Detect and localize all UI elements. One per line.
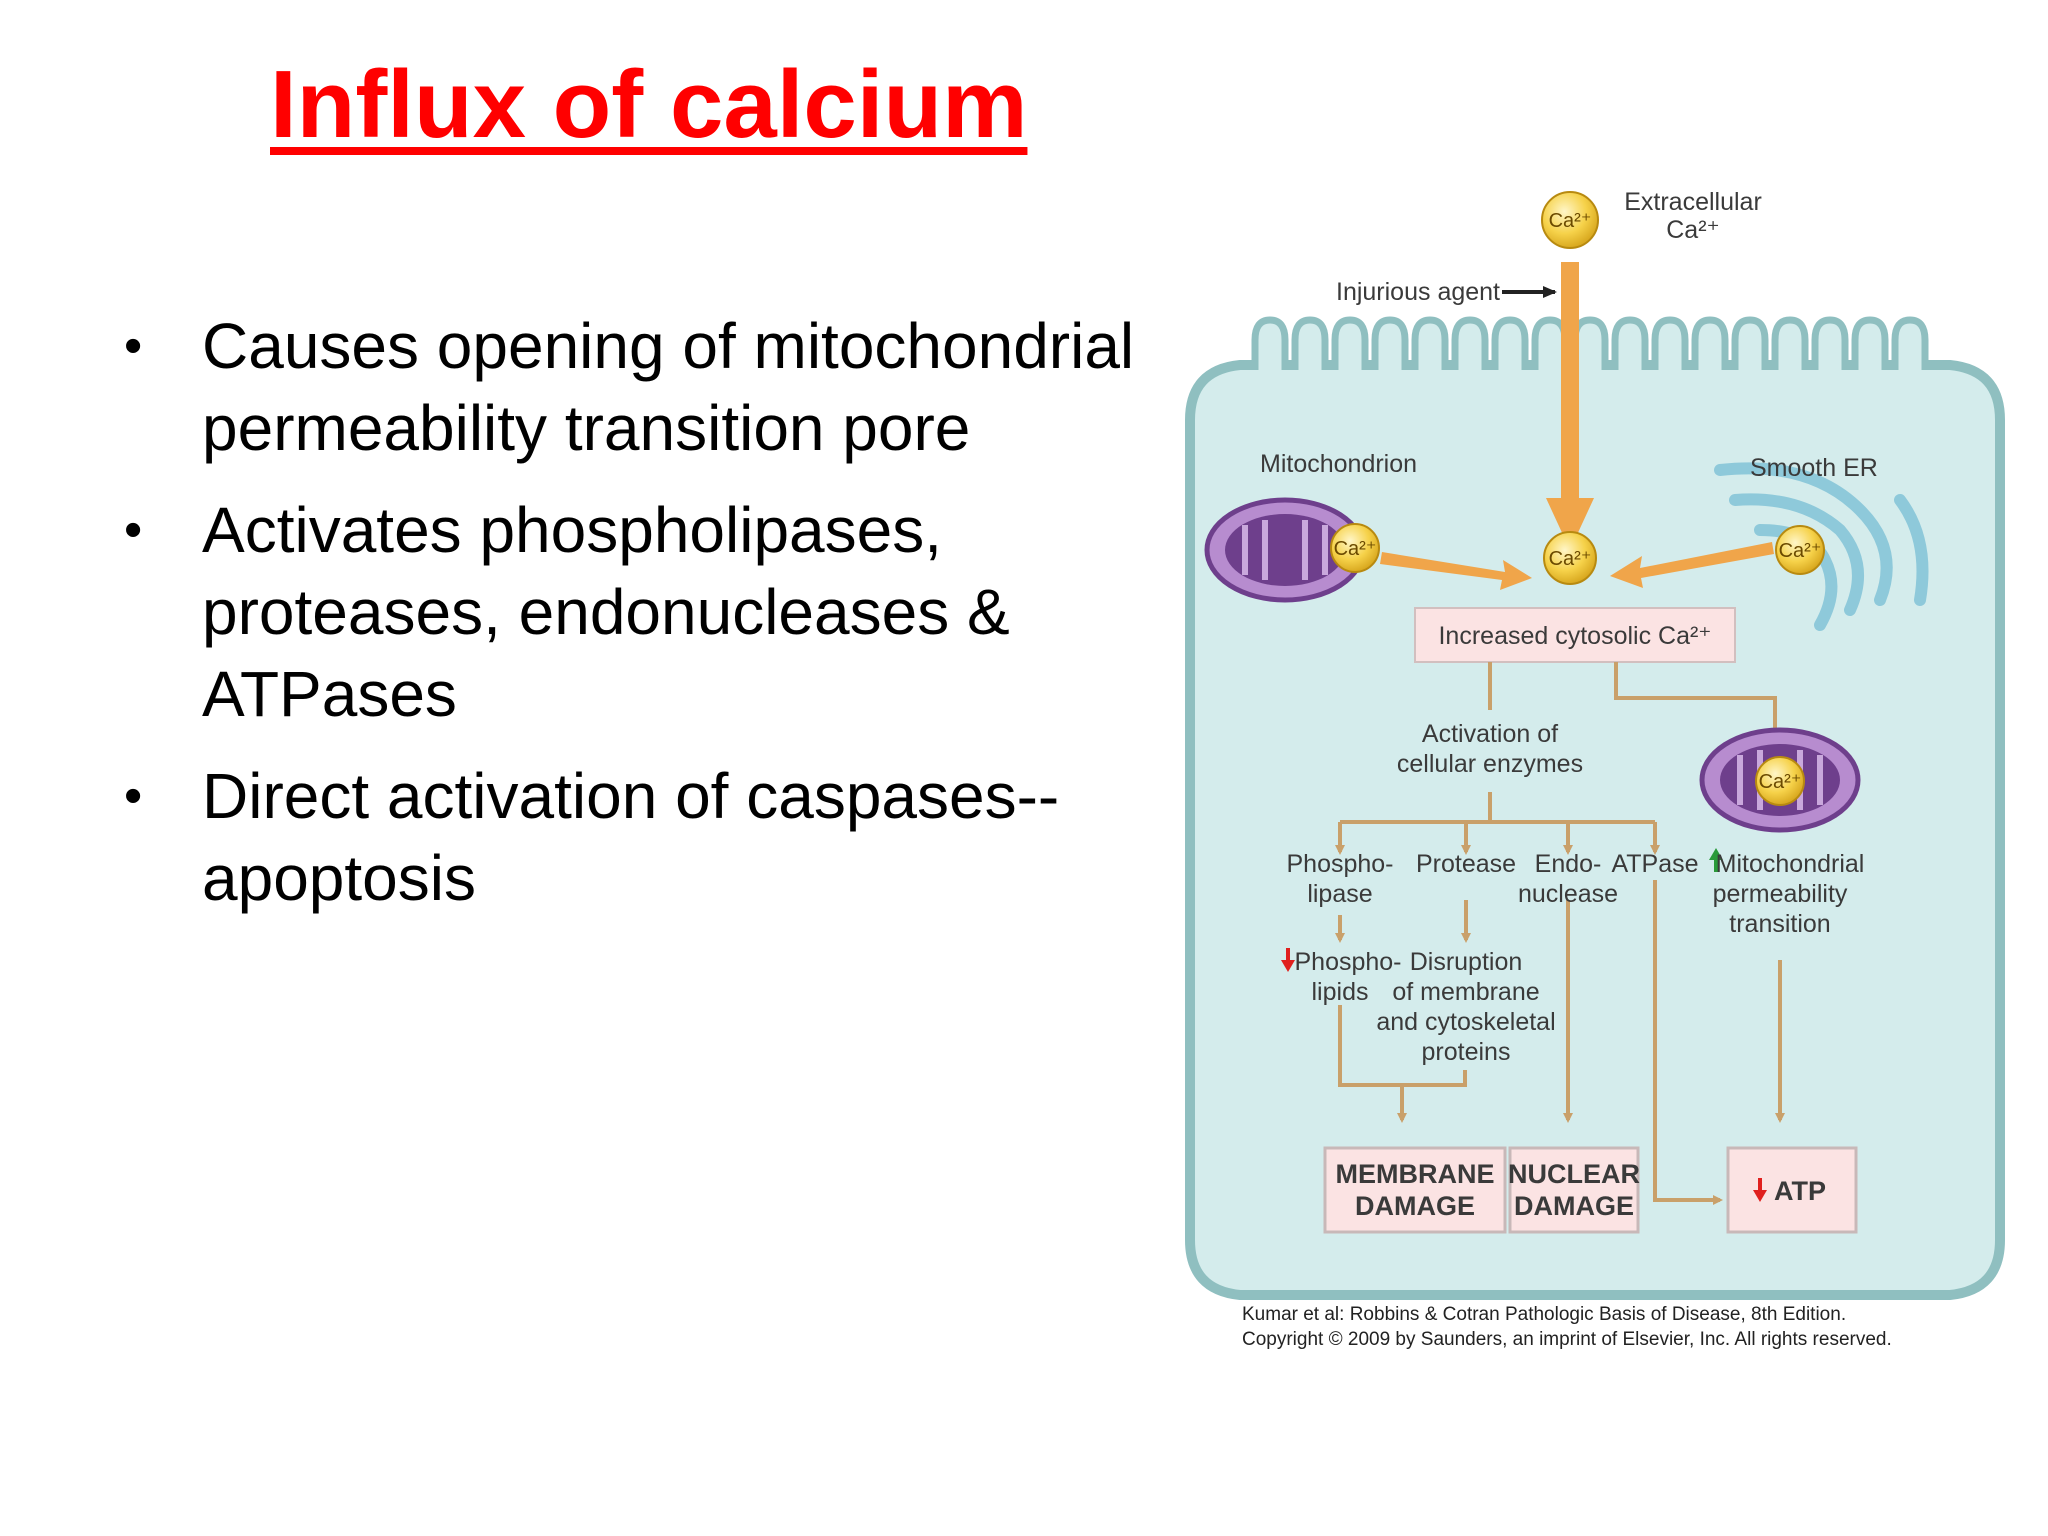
calcium-ion-label: Ca²⁺ xyxy=(1334,538,1377,560)
increase-arrow-icon xyxy=(1709,848,1723,872)
cell-membrane xyxy=(1185,360,2005,1300)
disruption-label: proteins xyxy=(1422,1038,1511,1066)
credit-line: Copyright © 2009 by Saunders, an imprint… xyxy=(1242,1329,1892,1350)
atp-box: ATP xyxy=(1726,1146,1858,1234)
disruption-label: Disruption xyxy=(1410,948,1523,976)
phospholipids-label: lipids xyxy=(1312,978,1369,1006)
smooth-er-label: Smooth ER xyxy=(1750,454,1878,482)
atpase-label: ATPase xyxy=(1611,850,1698,878)
endonuclease-label: nuclease xyxy=(1518,880,1618,908)
activation-label: Activation of xyxy=(1422,720,1558,748)
mitochondrion-label: Mitochondrion xyxy=(1260,450,1417,478)
bullet-list: Causes opening of mitochondrial permeabi… xyxy=(120,305,1140,939)
protease-label: Protease xyxy=(1416,850,1516,878)
injurious-agent-label: Injurious agent xyxy=(1336,278,1500,306)
bullet-item: Activates phospholipases, proteases, end… xyxy=(120,489,1140,735)
disruption-label: of membrane xyxy=(1392,978,1539,1006)
mitochondrion-right: Ca²⁺ xyxy=(1699,727,1861,833)
membrane-damage-box: MEMBRANE DAMAGE xyxy=(1323,1146,1507,1234)
atp-label: ATP xyxy=(1774,1176,1826,1206)
phospholipase-label: lipase xyxy=(1307,880,1372,908)
endonuclease-label: Endo- xyxy=(1535,850,1602,878)
release-arrows xyxy=(1380,542,1774,590)
nuclear-damage-box: NUCLEAR DAMAGE xyxy=(1508,1146,1640,1234)
mpt-label: permeability xyxy=(1713,880,1848,908)
mitochondrion-top: Ca²⁺ xyxy=(1204,497,1380,603)
credit-line: Kumar et al: Robbins & Cotran Pathologic… xyxy=(1242,1304,1846,1325)
bullet-item: Causes opening of mitochondrial permeabi… xyxy=(120,305,1140,469)
membrane-damage-label: DAMAGE xyxy=(1355,1191,1475,1221)
decrease-arrow-icon xyxy=(1753,1178,1767,1202)
calcium-ion-label: Ca²⁺ xyxy=(1549,210,1592,232)
bullet-item: Direct activation of caspases--apoptosis xyxy=(120,755,1140,919)
membrane-damage-label: MEMBRANE xyxy=(1336,1159,1495,1189)
microvilli xyxy=(1251,316,1929,370)
phospholipase-label: Phospho- xyxy=(1286,850,1393,878)
increased-cytosolic-box xyxy=(1414,607,1736,663)
cell xyxy=(1185,316,2005,1300)
er-calcium: Ca²⁺ xyxy=(1775,525,1825,575)
disruption-label: and cytoskeletal xyxy=(1376,1008,1555,1036)
calcium-ion-label: Ca²⁺ xyxy=(1549,548,1592,570)
nuclear-damage-label: DAMAGE xyxy=(1514,1191,1634,1221)
extracellular-label: Extracellular xyxy=(1624,188,1762,216)
calcium-pathway-diagram: Ca²⁺ Extracellular Ca²⁺ Injurious agent … xyxy=(1185,188,2005,1350)
calcium-ion-label: Ca²⁺ xyxy=(1779,540,1822,562)
extracellular-ca-label: Ca²⁺ xyxy=(1666,216,1719,244)
flow-lines xyxy=(1335,662,1785,1205)
calcium-influx-arrow xyxy=(1546,262,1594,550)
activation-label: cellular enzymes xyxy=(1397,750,1583,778)
mpt-label: Mitochondrial xyxy=(1716,850,1865,878)
slide-title: Influx of calcium xyxy=(270,51,1028,158)
decrease-arrow-icon xyxy=(1281,948,1295,972)
calcium-ion-label: Ca²⁺ xyxy=(1759,771,1802,793)
phospholipids-label: Phospho- xyxy=(1294,948,1401,976)
smooth-er xyxy=(1714,462,1929,631)
mpt-label: transition xyxy=(1729,910,1830,938)
extracellular-calcium: Ca²⁺ Extracellular Ca²⁺ xyxy=(1541,188,1762,249)
increased-cytosolic-label: Increased cytosolic Ca²⁺ xyxy=(1438,622,1711,650)
nuclear-damage-label: NUCLEAR xyxy=(1508,1159,1640,1189)
cytosolic-calcium: Ca²⁺ xyxy=(1543,531,1597,585)
